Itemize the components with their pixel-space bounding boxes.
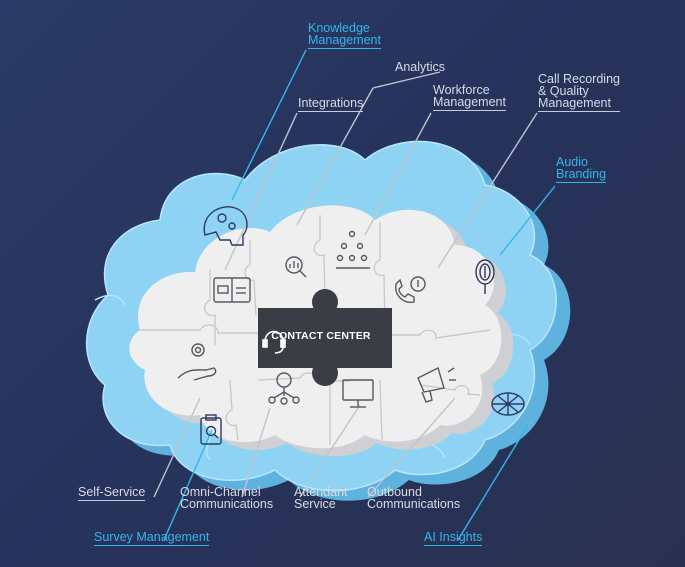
label-analytics: Analytics: [395, 60, 446, 74]
megaphone-icon: [417, 367, 456, 403]
clipboard-search-icon: [200, 414, 222, 445]
brain-head-icon: [203, 206, 248, 246]
headset-icon: [262, 330, 286, 354]
gear-hand-icon: [177, 343, 217, 381]
label-outbound-communications: Outbound Communications: [367, 485, 461, 511]
gray-leader-lines: [153, 71, 538, 498]
chat-integration-icon: [213, 277, 251, 303]
analytics-magnifier-icon: [285, 256, 307, 278]
label-self-service: Self-Service: [78, 485, 146, 501]
blue-leader-lines: [163, 49, 556, 541]
label-workforce-management: Workforce Management: [433, 83, 506, 111]
contact-center-piece: [258, 289, 392, 386]
team-people-icon: [336, 230, 370, 269]
label-call-recording-quality-management: Call Recording & Quality Management: [538, 72, 620, 112]
label-ai-insights: AI Insights: [424, 530, 483, 546]
label-audio-branding: Audio Branding: [556, 155, 607, 183]
contact-center-label: CONTACT CENTER: [271, 330, 371, 342]
label-knowledge-management: Knowledge Management: [308, 21, 381, 49]
phone-microphone-icon: [395, 276, 426, 303]
monitor-icon: [342, 379, 374, 408]
omni-channel-network-icon: [268, 372, 300, 405]
label-integrations: Integrations: [298, 96, 364, 112]
fingerprint-microphone-icon: [475, 259, 495, 294]
label-omni-channel-communications: Omni-Channel Communications: [180, 485, 274, 511]
label-survey-management: Survey Management: [94, 530, 210, 546]
globe-network-icon: [491, 392, 525, 416]
label-attendant-service: Attendant Service: [294, 485, 348, 511]
